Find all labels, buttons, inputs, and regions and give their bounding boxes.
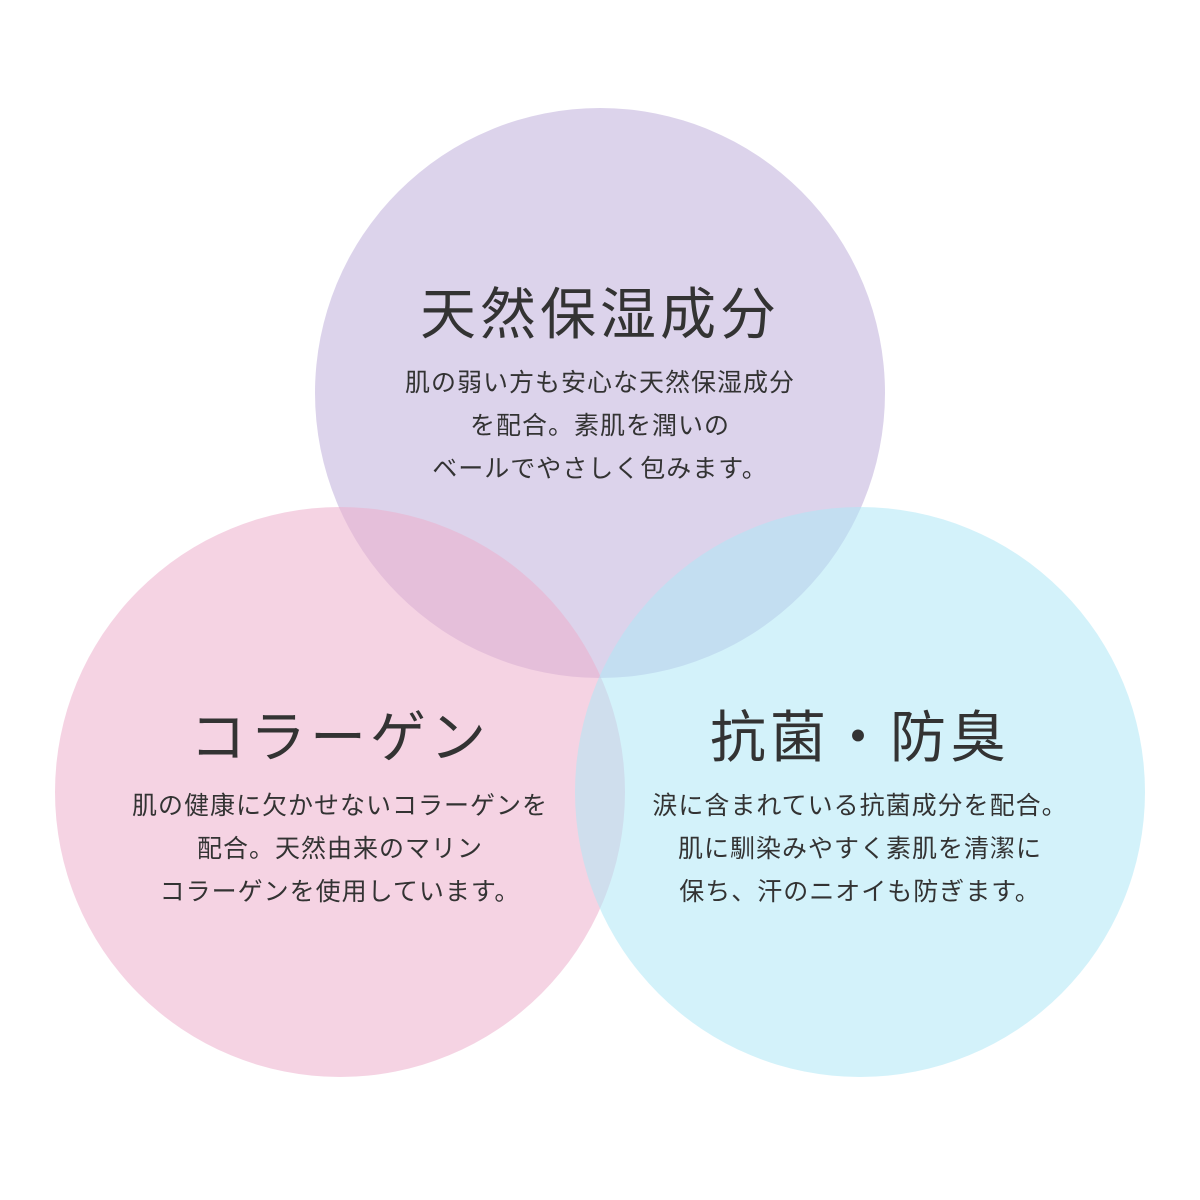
circle-antibacterial xyxy=(575,507,1145,1077)
collagen-title: コラーゲン xyxy=(190,706,490,771)
natural-moisturizing-title: 天然保湿成分 xyxy=(420,283,780,348)
collagen-line-3: コラーゲンを使用しています。 xyxy=(159,876,521,906)
natural-moisturizing-block: 天然保湿成分 肌の弱い方も安心な天然保湿成分 を配合。素肌を潤いの ベールでやさ… xyxy=(320,285,880,490)
collagen-block: コラーゲン 肌の健康に欠かせないコラーゲンを 配合。天然由来のマリン コラーゲン… xyxy=(55,708,625,913)
circle-collagen xyxy=(55,507,625,1077)
natural-moisturizing-line-1: 肌の弱い方も安心な天然保湿成分 xyxy=(404,367,795,397)
antibacterial-title: 抗菌・防臭 xyxy=(710,706,1010,771)
antibacterial-block: 抗菌・防臭 涙に含まれている抗菌成分を配合。 肌に馴染みやすく素肌を清潔に 保ち… xyxy=(575,708,1145,913)
antibacterial-line-3: 保ち、汗のニオイも防ぎます。 xyxy=(679,876,1041,906)
collagen-line-1: 肌の健康に欠かせないコラーゲンを xyxy=(131,790,548,820)
antibacterial-line-2: 肌に馴染みやすく素肌を清潔に xyxy=(677,833,1042,863)
natural-moisturizing-line-2: を配合。素肌を潤いの xyxy=(469,410,730,440)
antibacterial-line-1: 涙に含まれている抗菌成分を配合。 xyxy=(652,790,1068,820)
collagen-line-2: 配合。天然由来のマリン xyxy=(196,833,483,863)
natural-moisturizing-line-3: ベールでやさしく包みます。 xyxy=(432,453,768,483)
